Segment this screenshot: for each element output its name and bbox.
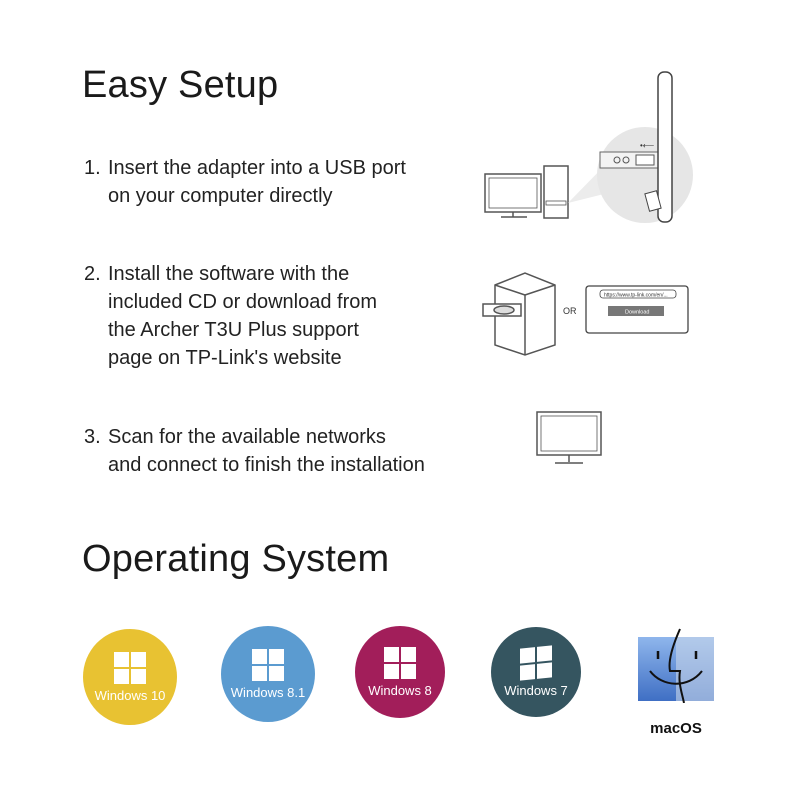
usb-adapter-illustration: •⟵ (484, 71, 693, 223)
monitor-illustration (536, 411, 602, 464)
step-number: 1. (84, 157, 101, 179)
windows-logo-icon (252, 648, 284, 681)
os-windows-8-1: Windows 8.1 (221, 626, 315, 722)
windows-flag-icon (520, 644, 552, 681)
step-2: 2. Install the software with the included… (84, 260, 377, 372)
os-label: Windows 7 (504, 682, 568, 698)
finder-icon (638, 628, 714, 704)
svg-text:•⟵: •⟵ (640, 141, 655, 150)
step-text: and connect to finish the installation (108, 454, 425, 476)
install-software-illustration: OR https://www.tp-link.com/en/... Downlo… (482, 272, 689, 356)
step-text: included CD or download from (108, 291, 378, 313)
os-windows-10: Windows 10 (83, 629, 177, 725)
url-text: https://www.tp-link.com/en/... (604, 293, 668, 299)
os-label: Windows 8 (368, 682, 432, 698)
os-windows-8: Windows 8 (355, 626, 445, 718)
os-windows-7: Windows 7 (491, 627, 581, 717)
step-text: Scan for the available networks (108, 426, 386, 448)
step-number: 3. (84, 426, 101, 448)
step-text: on your computer directly (108, 185, 333, 207)
step-text: page on TP-Link's website (108, 347, 342, 369)
os-label: Windows 10 (94, 687, 166, 703)
step-1: 1. Insert the adapter into a USB port on … (84, 154, 406, 210)
step-3: 3. Scan for the available networks and co… (84, 423, 425, 479)
os-label: Windows 8.1 (230, 684, 306, 700)
operating-system-title: Operating System (82, 538, 390, 580)
step-text: Insert the adapter into a USB port (108, 157, 406, 179)
step-text: the Archer T3U Plus support (108, 319, 359, 341)
os-macos: macOS (636, 627, 716, 737)
os-label: macOS (650, 720, 702, 737)
step-text: Install the software with the (108, 263, 350, 285)
windows-logo-icon (114, 651, 146, 684)
or-label: OR (563, 306, 577, 316)
download-label: Download (625, 310, 649, 316)
easy-setup-title: Easy Setup (82, 64, 279, 106)
windows-logo-icon (384, 646, 416, 679)
step-number: 2. (84, 263, 101, 285)
